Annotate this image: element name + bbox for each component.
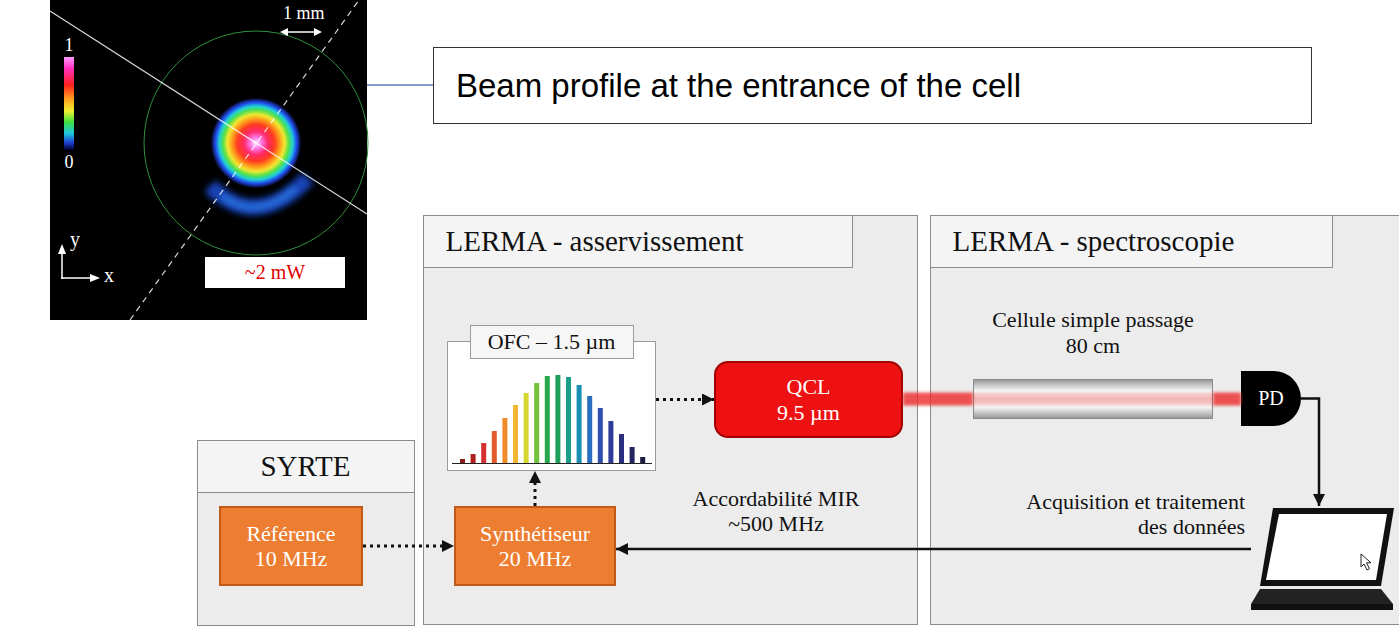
image-ground [50,0,367,320]
gas-cell: Cellule simple passage 80 cm [973,379,1213,419]
synthesizer-box: Synthétiseur 20 MHz [454,506,616,586]
callout-text: Beam profile at the entrance of the cell [456,66,1021,106]
panel-title: LERMA - asservissement [423,215,853,268]
axis-arrow [61,252,63,279]
leader-line [367,84,433,86]
scale-value: 0 [62,152,76,173]
box-label: Synthétiseur 20 MHz [470,521,600,572]
box-label: QCL 9.5 µm [774,374,844,425]
scale-arrow [286,31,316,33]
box-label: Référence 10 MHz [241,521,341,572]
callout-box: Beam profile at the entrance of the cell [433,47,1312,124]
axis-arrow [90,274,100,282]
axis-arrow [61,277,92,279]
laser-beam [1213,393,1241,406]
detector-label: PD [1258,387,1284,410]
cell-label: Cellule simple passage 80 cm [986,307,1201,358]
group-panel: LERMA - spectroscopieCellule simple pass… [930,215,1399,625]
box-title: OFC – 1.5 µm [470,325,634,359]
panel-title: LERMA - spectroscopie [930,215,1333,268]
signal-arrow [534,471,537,506]
group-panel: SYRTE Référence 10 MHz [197,440,415,626]
signal-arrow [616,548,1251,551]
axis-name: x [104,264,114,287]
laser-beam [903,393,973,406]
side-lobe [222,188,296,207]
signal-arrow [1301,399,1319,507]
scale-length: 1 mm [283,3,325,24]
axis-line [50,11,367,214]
signal-arrow [656,398,714,401]
edge-label: Accordabilité MIR ~500 MHz [681,486,871,537]
axis-name: y [70,228,80,251]
signal-arrow [363,545,454,548]
comb-baseline [452,463,652,464]
scale-arrow [314,28,322,36]
reference-box: Référence 10 MHz [219,506,363,586]
laser-box: QCL 9.5 µm [714,361,903,438]
color-bar [64,57,74,150]
power-value: ~2 mW [205,257,345,288]
scale-arrow [280,28,288,36]
comb-box: OFC – 1.5 µm [447,341,656,471]
panel-title: SYRTE [197,440,415,493]
laptop-icon [1251,506,1396,616]
scale-value: 1 [62,35,76,56]
axis-arrow [58,244,66,254]
axis-line [130,0,359,320]
comb-teeth [460,375,645,463]
photodetector: PD [1241,371,1301,426]
group-panel: LERMA - asservissementOFC – 1.5 µm QCL 9.… [423,215,918,625]
computer-label: Acquisition et traitement des données [1010,489,1245,540]
computer-icon: Acquisition et traitement des données [1251,506,1396,616]
